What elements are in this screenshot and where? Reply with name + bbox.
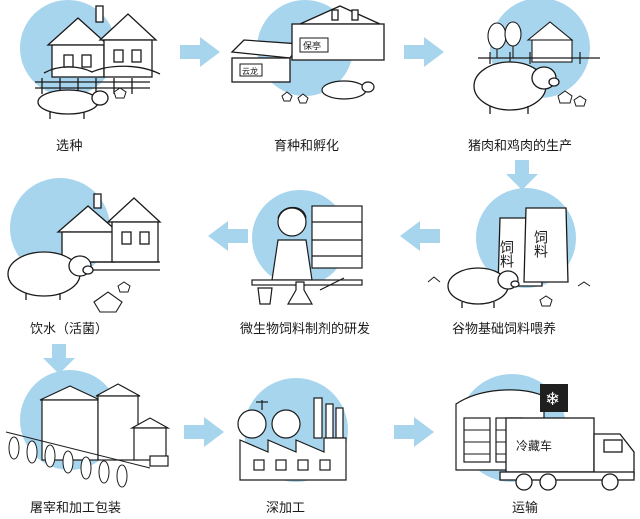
flow-arrow	[43, 344, 75, 374]
stage-production-illustration	[473, 0, 600, 114]
stage-label-rd: 微生物饲料制剂的研发	[240, 321, 370, 337]
stage-label-feeding: 谷物基础饲料喂养	[452, 321, 556, 337]
flow-arrow	[208, 221, 248, 251]
truck-label: 冷藏车	[516, 438, 552, 453]
flow-arrow	[394, 417, 434, 447]
feed-bag-text-2: 饲料	[532, 230, 548, 258]
flow-arrow	[506, 160, 538, 190]
stage-breeding-illustration: 保亭 云龙	[230, 0, 385, 104]
feed-bag-text-1: 饲料	[498, 240, 514, 268]
snowflake-badge	[540, 384, 568, 412]
flow-arrow	[400, 221, 440, 251]
stage-label-processing: 深加工	[266, 501, 305, 516]
stage-label-selection: 选种	[56, 139, 83, 154]
flow-arrow	[184, 417, 224, 447]
stage-transport-illustration: ❄ 冷藏车	[455, 374, 635, 491]
stage-label-production: 猪肉和鸡肉的生产	[468, 138, 572, 154]
building-sign-2: 云龙	[242, 66, 258, 76]
stage-label-breeding: 育种和孵化	[274, 138, 339, 154]
stage-processing-illustration	[237, 378, 348, 482]
stage-label-slaughter: 屠宰和加工包装	[30, 500, 121, 516]
building-sign-1: 保亭	[303, 40, 321, 52]
stage-label-drinking: 饮水（活菌）	[30, 322, 108, 337]
stage-label-transport: 运输	[512, 500, 538, 516]
flow-arrow	[180, 37, 220, 67]
stage-selection-illustration	[20, 0, 161, 119]
snowflake-icon: ❄	[545, 389, 560, 410]
flow-arrow	[404, 37, 444, 67]
stage-slaughter-illustration	[5, 370, 171, 488]
stage-feeding-illustration: 饲料 饲料	[427, 188, 591, 308]
stage-drinking-illustration	[7, 178, 162, 313]
stage-rd-illustration	[251, 190, 363, 305]
